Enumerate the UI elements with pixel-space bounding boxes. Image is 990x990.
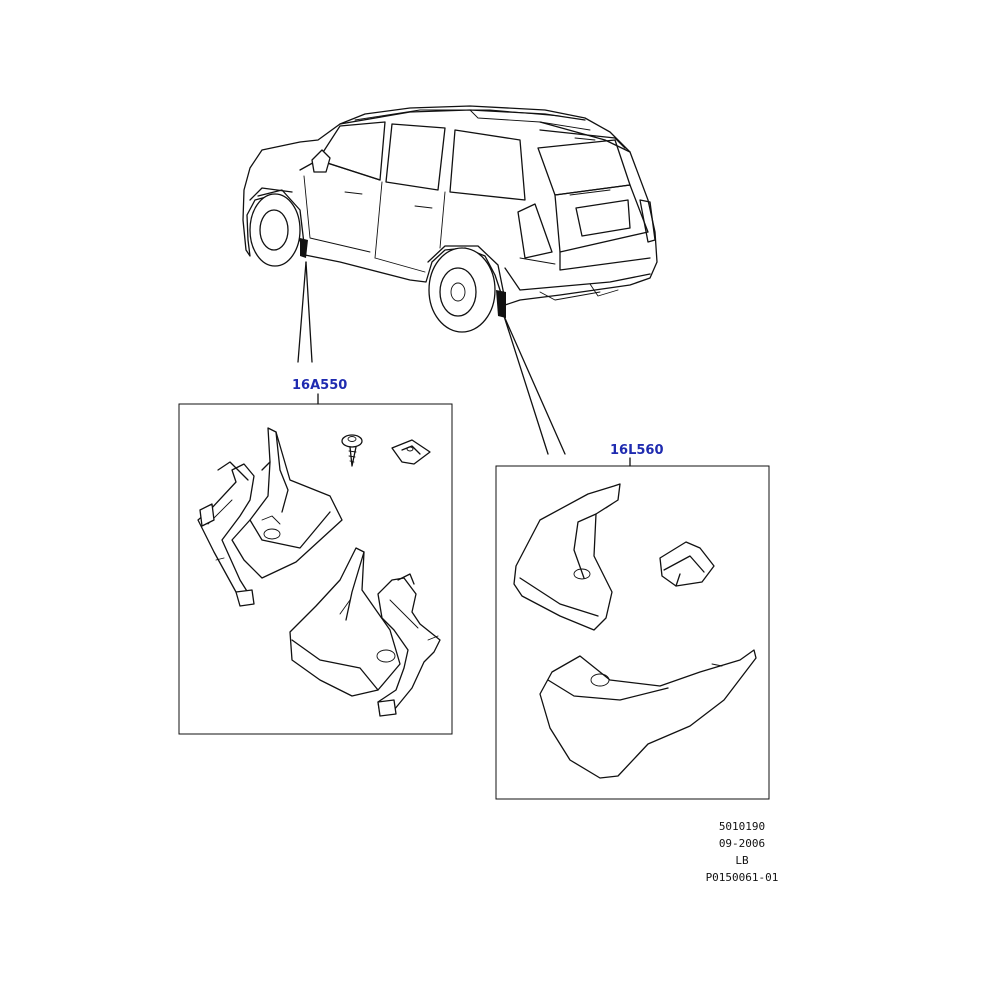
screw-part [341,434,363,467]
leader-lines [297,261,631,467]
rear-wheel [427,245,506,333]
right-clip-part [659,541,715,587]
ref-date: 09-2006 [718,837,766,850]
right-kit-box [495,465,770,800]
front-wheel [249,189,306,267]
rear-mudflap-location [496,290,506,318]
callout-left-kit: 16A550 [292,378,347,393]
left-kit-box [178,403,453,735]
lower-mudflap [289,547,401,697]
ref-id: P0150061-01 [705,871,779,884]
lower-bracket [377,573,441,717]
callout-right-kit: 16L560 [610,443,664,458]
clip-part [391,439,431,465]
upper-bracket [197,461,255,607]
front-mudflap-location [300,238,308,258]
rear-right-mudflap [539,649,757,779]
left-kit-parts [197,427,441,717]
drawing-reference: 5010190 09-2006 LB P0150061-01 [682,818,802,886]
front-right-mudflap [513,483,621,631]
vehicle-illustration [242,105,658,333]
upper-mudflap [231,427,343,579]
right-kit-parts [513,483,757,779]
ref-number: 5010190 [718,820,766,833]
ref-code: LB [735,854,749,867]
